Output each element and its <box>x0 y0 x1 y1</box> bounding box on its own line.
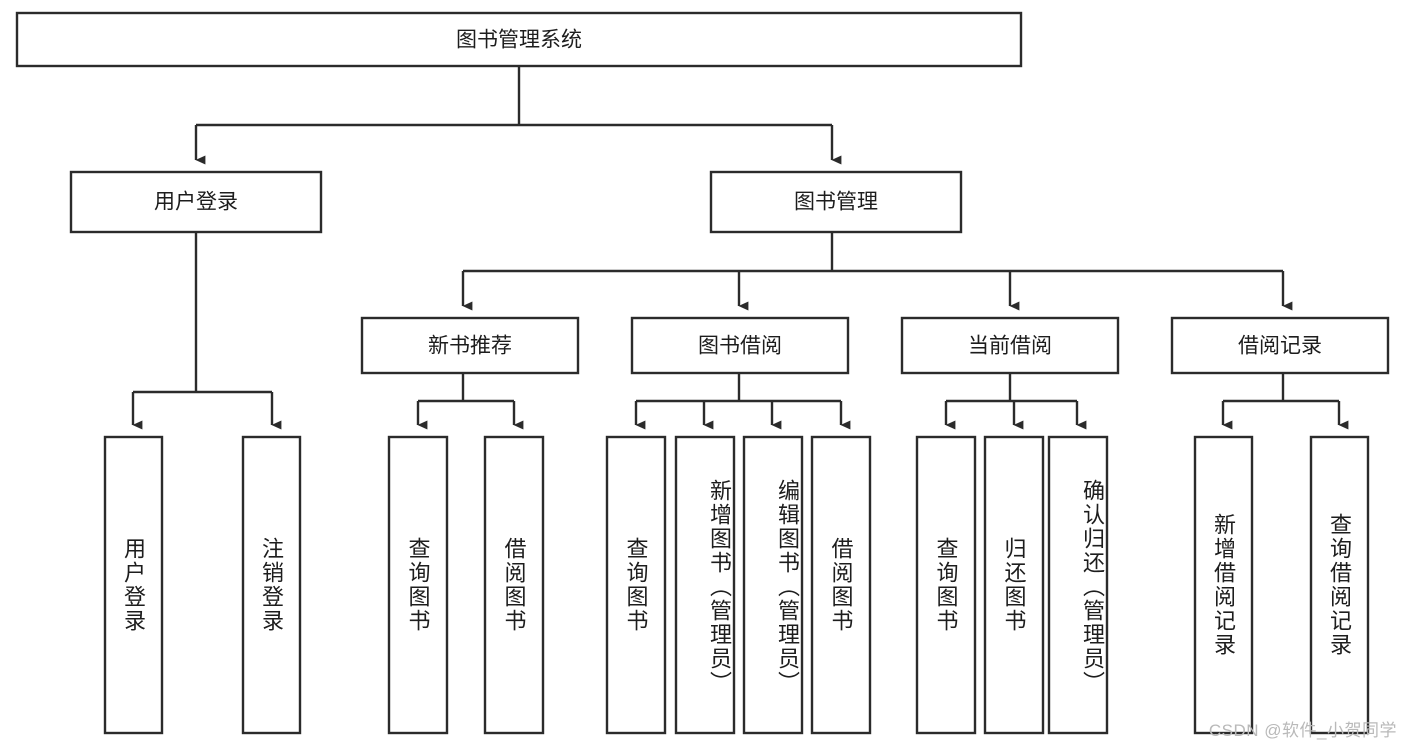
node-current-borrow-box[interactable] <box>900 316 1120 375</box>
leaf-node[interactable]: 注销登录 <box>241 435 302 735</box>
connector-group-record <box>1221 373 1349 430</box>
connector-group-current <box>944 373 1087 430</box>
node-user-login[interactable]: 用户登录 <box>69 170 323 234</box>
leaf-node[interactable]: 新增图书（管理员） <box>674 435 736 735</box>
leaf-node[interactable]: 查询图书 <box>915 435 977 735</box>
leaf-node[interactable]: 编辑图书（管理员） <box>742 435 804 735</box>
leaf-bb-add-book-label: 新增图书（管理员） <box>707 479 732 695</box>
leaf-nb-query-book-textwrap: 查询图书 <box>405 537 431 633</box>
node-new-book-recommend-label: 新书推荐 <box>428 335 512 358</box>
node-user-login-label: 用户登录 <box>154 191 238 214</box>
node-user-login-box[interactable] <box>69 170 323 234</box>
leaf-cb-return-book-textwrap: 归还图书 <box>1001 537 1027 633</box>
leaf-cb-confirm-return-box[interactable] <box>1047 435 1109 735</box>
leaf-node[interactable]: 查询借阅记录 <box>1309 435 1370 735</box>
connector-group-user-login <box>131 232 282 430</box>
leaf-nb-borrow-book-textwrap: 借阅图书 <box>501 537 527 633</box>
leaf-node[interactable]: 新增借阅记录 <box>1193 435 1254 735</box>
leaf-bb-query-book-textwrap: 查询图书 <box>623 537 649 633</box>
node-root[interactable]: 图书管理系统 <box>15 11 1023 68</box>
leaf-br-add-record-textwrap: 新增借阅记录 <box>1211 513 1237 657</box>
leaf-cb-confirm-return-label: 确认归还（管理员） <box>1080 479 1105 695</box>
leaf-cb-confirm-return-textwrap: 确认归还（管理员） <box>1080 479 1105 695</box>
leaf-node[interactable]: 归还图书 <box>983 435 1045 735</box>
leaf-bb-borrow-book-label: 借阅图书 <box>828 537 854 633</box>
node-current-borrow-label: 当前借阅 <box>968 335 1052 358</box>
leaf-bb-query-book-label: 查询图书 <box>623 537 649 633</box>
leaf-bb-borrow-book-box[interactable] <box>810 435 872 735</box>
leaf-cb-return-book-label: 归还图书 <box>1001 537 1027 633</box>
leaf-br-query-record-label: 查询借阅记录 <box>1327 513 1353 657</box>
node-borrow-record-label: 借阅记录 <box>1238 335 1322 358</box>
leaf-node[interactable]: 借阅图书 <box>810 435 872 735</box>
connector-group-new-book <box>416 373 524 430</box>
leaf-nb-query-book-label: 查询图书 <box>405 537 431 633</box>
node-new-book-recommend-box[interactable] <box>360 316 580 375</box>
leaf-bb-query-book-box[interactable] <box>605 435 667 735</box>
node-borrow-record-box[interactable] <box>1170 316 1390 375</box>
leaf-cb-return-book-box[interactable] <box>983 435 1045 735</box>
leaf-nb-borrow-book-label: 借阅图书 <box>501 537 527 633</box>
node-book-borrow-box[interactable] <box>630 316 850 375</box>
csdn-watermark: CSDN @软件_小贺同学 <box>1208 721 1397 740</box>
node-new-book-recommend[interactable]: 新书推荐 <box>360 316 580 375</box>
connector-group-root <box>194 66 842 165</box>
leaf-node[interactable]: 用户登录 <box>103 435 164 735</box>
node-book-management-label: 图书管理 <box>794 191 878 214</box>
leaf-node[interactable]: 查询图书 <box>387 435 449 735</box>
leaf-nb-borrow-book-box[interactable] <box>483 435 545 735</box>
leaf-bb-borrow-book-textwrap: 借阅图书 <box>828 537 854 633</box>
node-book-borrow[interactable]: 图书借阅 <box>630 316 850 375</box>
node-book-management-box[interactable] <box>709 170 963 234</box>
leaf-br-add-record-box[interactable] <box>1193 435 1254 735</box>
leaf-bb-edit-book-box[interactable] <box>742 435 804 735</box>
leaf-node[interactable]: 查询图书 <box>605 435 667 735</box>
leaf-logout-textwrap: 注销登录 <box>259 537 285 633</box>
leaf-bb-add-book-textwrap: 新增图书（管理员） <box>707 479 732 695</box>
leaf-br-add-record-label: 新增借阅记录 <box>1211 513 1237 657</box>
node-book-management[interactable]: 图书管理 <box>709 170 963 234</box>
node-current-borrow[interactable]: 当前借阅 <box>900 316 1120 375</box>
connector-group-book-mgmt <box>461 232 1293 311</box>
leaf-br-query-record-box[interactable] <box>1309 435 1370 735</box>
leaf-cb-query-book-label: 查询图书 <box>933 537 959 633</box>
leaf-logout-box[interactable] <box>241 435 302 735</box>
leaf-node[interactable]: 确认归还（管理员） <box>1047 435 1109 735</box>
node-root-box[interactable] <box>15 11 1023 68</box>
leaf-user-login-textwrap: 用户登录 <box>121 537 147 633</box>
leaf-cb-query-book-textwrap: 查询图书 <box>933 537 959 633</box>
node-borrow-record[interactable]: 借阅记录 <box>1170 316 1390 375</box>
leaf-user-login-box[interactable] <box>103 435 164 735</box>
leaf-cb-query-book-box[interactable] <box>915 435 977 735</box>
connector-group-borrow <box>634 373 851 430</box>
leaf-br-query-record-textwrap: 查询借阅记录 <box>1327 513 1353 657</box>
leaf-bb-edit-book-textwrap: 编辑图书（管理员） <box>775 479 800 695</box>
node-book-borrow-label: 图书借阅 <box>698 335 782 358</box>
leaf-node[interactable]: 借阅图书 <box>483 435 545 735</box>
leaf-bb-edit-book-label: 编辑图书（管理员） <box>775 479 800 695</box>
leaf-bb-add-book-box[interactable] <box>674 435 736 735</box>
node-root-label: 图书管理系统 <box>456 29 582 52</box>
leaf-nb-query-book-box[interactable] <box>387 435 449 735</box>
leaf-user-login-label: 用户登录 <box>121 537 147 633</box>
leaf-logout-label: 注销登录 <box>259 537 285 633</box>
